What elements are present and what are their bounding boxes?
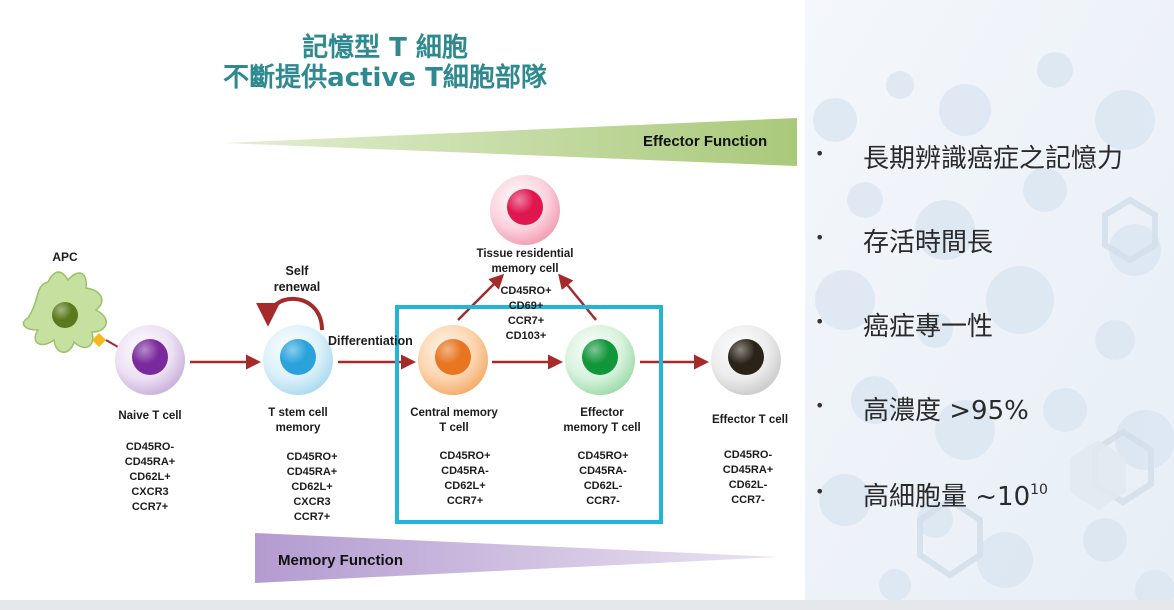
bullet-item: • 高濃度 >95% [815, 396, 1029, 426]
memory-function-label: Memory Function [278, 552, 404, 569]
bullet-item: • 長期辨識癌症之記憶力 [815, 144, 1124, 174]
effector-function-label: Effector Function [643, 133, 768, 150]
arrow-central-to-tissue [457, 273, 505, 321]
naive-t-cell-markers: CD45RO- CD45RA+ CD62L+ CXCR3 CCR7+ [124, 441, 176, 513]
bullet-item: • 存活時間長 [815, 228, 994, 258]
naive-t-cell [115, 325, 185, 395]
tissue-resident-markers: CD45RO+ CD69+ CCR7+ CD103+ [500, 285, 552, 342]
effector-memory-t-cell [565, 325, 635, 395]
effector-memory-cell-label: Effector memory T cell [563, 407, 641, 434]
central-memory-markers: CD45RO+ CD45RA- CD62L+ CCR7+ [439, 450, 491, 507]
tissue-resident-memory-cell [490, 175, 560, 245]
bullet-dot-icon: • [815, 228, 825, 247]
bottom-bar [0, 600, 1174, 610]
decorative-background [805, 0, 1174, 610]
effector-function-band [225, 118, 797, 166]
tissue-resident-cell-label: Tissue residential memory cell [476, 248, 574, 275]
differentiation-label: Differentiation [328, 334, 413, 348]
antigen-diamond [92, 333, 106, 347]
self-renewal-label: Self renewal [273, 264, 321, 294]
bullet-dot-icon: • [815, 396, 825, 415]
effector-t-cell-markers: CD45RO- CD45RA+ CD62L- CCR7- [722, 449, 774, 506]
central-memory-cell-label: Central memory T cell [410, 407, 498, 434]
t-stem-memory-cell-label: T stem cell memory [268, 407, 328, 434]
apc-label: APC [52, 250, 78, 264]
bullet-dot-icon: • [815, 312, 825, 331]
memory-cells-highlight-box [395, 305, 663, 524]
page-subtitle: 不斷提供active T細胞部隊 [223, 63, 547, 93]
effector-t-cell-label: Effector T cell [711, 414, 789, 426]
memory-function-band [255, 533, 778, 583]
t-stem-memory-markers: CD45RO+ CD45RA+ CD62L+ CXCR3 CCR7+ [286, 451, 338, 523]
bullet-item: • 癌症專一性 [815, 312, 994, 342]
self-renewal-arrow [256, 297, 324, 331]
naive-t-cell-label: Naive T cell [118, 410, 182, 422]
page-title: 記憶型 T 細胞 [302, 33, 468, 63]
bullet-item: • 高細胞量 ~1010 [815, 482, 1048, 512]
bullet-dot-icon: • [815, 144, 825, 163]
bullet-dot-icon: • [815, 482, 825, 501]
t-stem-memory-cell [263, 325, 333, 395]
central-memory-t-cell [418, 325, 488, 395]
effector-t-cell [711, 325, 781, 395]
effector-memory-markers: CD45RO+ CD45RA- CD62L- CCR7- [577, 450, 629, 507]
exponent: 10 [1030, 482, 1048, 498]
apc-cell [22, 271, 107, 353]
arrow-effector-memory-to-tissue [558, 273, 597, 321]
